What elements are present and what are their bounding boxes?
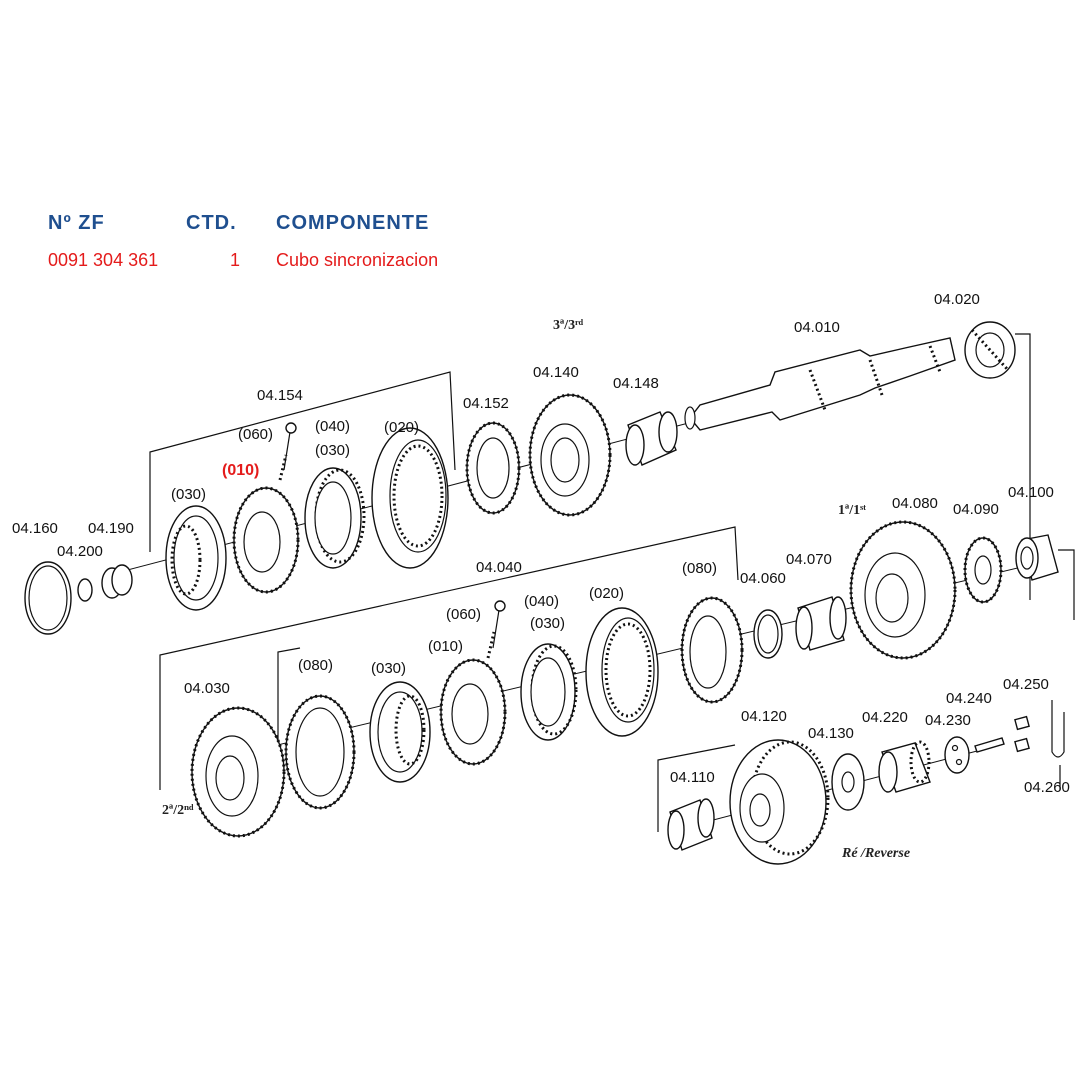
snap-ring-04160[interactable] <box>24 561 72 635</box>
gear-04030[interactable] <box>190 706 286 838</box>
washer-04130[interactable] <box>831 753 865 811</box>
synchro-hub-010-top[interactable] <box>232 486 300 594</box>
bolts-04250[interactable] <box>1014 715 1030 753</box>
label-first-gear: 1ª/1ˢᵗ <box>838 503 866 518</box>
ring-030-top-left[interactable] <box>165 505 227 611</box>
callout-020-mid[interactable]: (020) <box>589 585 624 602</box>
callout-04070[interactable]: 04.070 <box>786 551 832 568</box>
washer-04090[interactable] <box>963 536 1003 604</box>
callout-04240[interactable]: 04.240 <box>946 690 992 707</box>
needle-bearing-04070[interactable] <box>795 596 847 651</box>
callout-04154[interactable]: 04.154 <box>257 387 303 404</box>
callout-04230[interactable]: 04.230 <box>925 712 971 729</box>
snap-ring-04060[interactable] <box>753 609 783 659</box>
callout-030-top-a[interactable]: (030) <box>171 486 206 503</box>
synchro-hub-010-mid[interactable] <box>439 658 507 766</box>
bearing-04220[interactable] <box>878 740 931 793</box>
callout-04080[interactable]: 04.080 <box>892 495 938 512</box>
ring-030-low[interactable] <box>369 681 431 783</box>
group-line-reverse <box>657 744 736 832</box>
selected-component[interactable]: Cubo sincronizacion <box>276 250 439 270</box>
selected-quantity: 1 <box>230 250 241 270</box>
group-line-right-top <box>1015 333 1031 600</box>
callout-04130[interactable]: 04.130 <box>808 725 854 742</box>
group-line-right-mid <box>1058 549 1075 620</box>
callout-04200[interactable]: 04.200 <box>57 543 103 560</box>
sleeve-020-top[interactable] <box>371 427 449 569</box>
group-line-top <box>149 371 456 552</box>
callout-04030[interactable]: 04.030 <box>184 680 230 697</box>
callout-04040[interactable]: 04.040 <box>476 559 522 576</box>
callout-04110[interactable]: 04.110 <box>670 769 715 786</box>
callout-080-low[interactable]: (080) <box>298 657 333 674</box>
callout-040-mid[interactable]: (040) <box>524 593 559 610</box>
callout-030-low[interactable]: (030) <box>371 660 406 677</box>
bushing-04100[interactable] <box>1015 534 1059 581</box>
callout-04010[interactable]: 04.010 <box>794 319 840 336</box>
gear-04080[interactable] <box>849 520 957 660</box>
callout-04140[interactable]: 04.140 <box>533 364 579 381</box>
ring-030-top-right[interactable] <box>304 467 366 569</box>
ring-gear-080-low[interactable] <box>284 694 356 810</box>
callout-04100[interactable]: 04.100 <box>1008 484 1054 501</box>
label-reverse-gear: Ré /Reverse <box>841 846 910 861</box>
callout-010-mid[interactable]: (010) <box>428 638 463 655</box>
needle-bearing-04148[interactable] <box>625 411 678 466</box>
header-part-number: Nº ZF <box>48 212 105 234</box>
gear-04140[interactable] <box>528 393 612 517</box>
main-shaft[interactable] <box>684 337 956 431</box>
header-quantity: CTD. <box>186 212 237 234</box>
callout-030-top-b[interactable]: (030) <box>315 442 350 459</box>
callout-010-top-selected[interactable]: (010) <box>222 462 259 479</box>
callout-020-top[interactable]: (020) <box>384 419 419 436</box>
ring-030-mid[interactable] <box>520 643 578 741</box>
sleeve-020-mid[interactable] <box>585 607 659 737</box>
callout-04190[interactable]: 04.190 <box>88 520 134 537</box>
label-second-gear: 2ª/2ⁿᵈ <box>162 803 194 818</box>
header-component: COMPONENTE <box>276 212 430 234</box>
needle-bearing-04110[interactable] <box>667 798 715 851</box>
callout-060-mid[interactable]: (060) <box>446 606 481 623</box>
callout-030-mid[interactable]: (030) <box>530 615 565 632</box>
bearing-04190[interactable] <box>101 564 133 599</box>
callout-060-top[interactable]: (060) <box>238 426 273 443</box>
selected-part-number[interactable]: 0091 304 361 <box>48 250 159 270</box>
bearing-04020[interactable] <box>964 321 1016 379</box>
plate-04230[interactable] <box>944 736 970 774</box>
callout-04090[interactable]: 04.090 <box>953 501 999 518</box>
detent-parts-mid[interactable] <box>486 600 506 659</box>
group-line-low-left <box>277 647 301 760</box>
callout-080-mid[interactable]: (080) <box>682 560 717 577</box>
callout-04020[interactable]: 04.020 <box>934 291 980 308</box>
callout-04260[interactable]: 04.260 <box>1024 779 1070 796</box>
label-third-gear: 3ª/3ʳᵈ <box>553 318 584 333</box>
ring-04152[interactable] <box>465 421 521 515</box>
pin-04240[interactable] <box>974 737 1005 753</box>
callout-04160[interactable]: 04.160 <box>12 520 58 537</box>
callout-04120[interactable]: 04.120 <box>741 708 787 725</box>
callout-040-top[interactable]: (040) <box>315 418 350 435</box>
reverse-gear-04120[interactable] <box>729 739 830 865</box>
callout-04148[interactable]: 04.148 <box>613 375 659 392</box>
group-line-mid <box>159 526 739 790</box>
callout-04250[interactable]: 04.250 <box>1003 676 1049 693</box>
callout-04220[interactable]: 04.220 <box>862 709 908 726</box>
detent-parts-top[interactable] <box>278 422 297 481</box>
clip-04260[interactable] <box>1051 700 1065 758</box>
ring-gear-080-mid[interactable] <box>680 596 744 704</box>
callout-04152[interactable]: 04.152 <box>463 395 509 412</box>
washer-04200[interactable] <box>77 578 93 602</box>
callout-04060[interactable]: 04.060 <box>740 570 786 587</box>
